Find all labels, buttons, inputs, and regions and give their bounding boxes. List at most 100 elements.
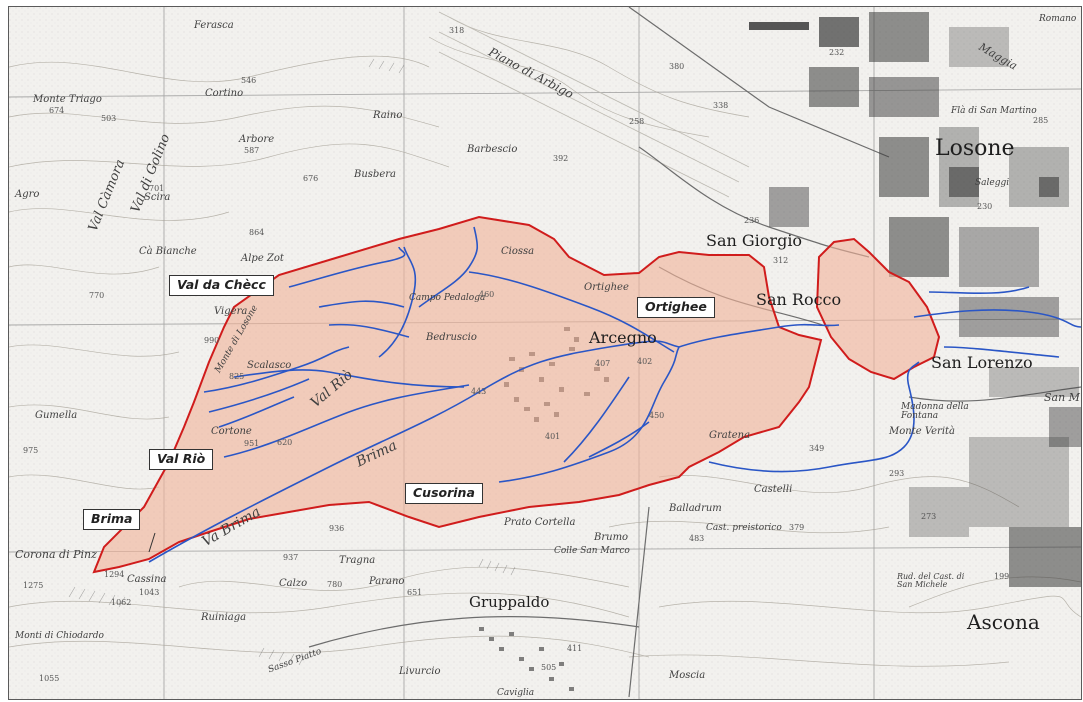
elevation-label: 258 <box>629 117 645 126</box>
place-moscia: Moscia <box>669 670 706 681</box>
elevation-label: 338 <box>713 101 729 110</box>
river-network <box>148 226 1081 563</box>
catchment-area-san-rocco <box>815 237 941 381</box>
place-cavigliano: Caviglia <box>497 688 535 698</box>
place-romano: Romano <box>1039 14 1077 24</box>
place-madonna-della-fontana: Madonna della Fontana <box>901 402 969 421</box>
elevation-label: 402 <box>637 357 653 366</box>
losone-urban <box>749 12 1081 587</box>
elevation-label: 990 <box>204 336 220 345</box>
town-san-rocco: San Rocco <box>756 290 842 309</box>
contour-lines <box>9 16 1081 667</box>
elevation-label: 674 <box>49 106 65 115</box>
elevation-label: 701 <box>149 184 165 193</box>
elevation-label: 1294 <box>104 570 125 579</box>
elevation-label: 676 <box>303 174 319 183</box>
place-cassina: Cassina <box>127 574 167 585</box>
place-agro: Agro <box>15 189 40 200</box>
place-cast-preistorico: Cast. preistorico <box>706 523 782 533</box>
place-ciossa: Ciossa <box>501 246 535 257</box>
place-gratena: Gratena <box>709 430 751 441</box>
elevation-label: 379 <box>789 523 805 532</box>
place-colle-san-marco: Colle San Marco <box>554 546 630 556</box>
place-ruiniaga: Ruiniaga <box>201 612 247 623</box>
elevation-label: 587 <box>244 146 260 155</box>
place-campo-pedaloga: Campo Pedaloga <box>409 293 486 303</box>
elevation-label: 349 <box>809 444 825 453</box>
elevation-label: 1062 <box>111 598 132 607</box>
place-castelli: Castelli <box>754 484 793 495</box>
town-san-giorgio: San Giorgio <box>706 231 803 250</box>
elevation-label: 937 <box>283 553 299 562</box>
callout-cusorina: Cusorina <box>405 483 483 504</box>
elevation-label: 318 <box>449 26 465 35</box>
place-scalasco: Scalasco <box>247 360 292 371</box>
elevation-label: 951 <box>244 439 260 448</box>
town-ascona: Ascona <box>967 610 1040 634</box>
place-cortino: Cortino <box>205 88 244 99</box>
callout-brima: Brima <box>83 509 141 530</box>
elevation-label: 1055 <box>39 674 60 683</box>
town-arcegno: Arcegno <box>589 328 657 347</box>
place-busbera: Busbera <box>354 169 396 180</box>
place-tragna: Tragna <box>339 555 376 566</box>
elevation-label: 780 <box>327 580 343 589</box>
elevation-label: 864 <box>249 228 265 237</box>
rock-hatching <box>68 58 516 666</box>
place-barbescio: Barbescio <box>467 144 518 155</box>
callout-val-da-checc: Val da Chècc <box>169 275 274 296</box>
elevation-label: 293 <box>889 469 905 478</box>
elevation-label: 1043 <box>139 588 160 597</box>
place-corona-di-pinz: Corona di Pinz <box>15 548 97 561</box>
elevation-label: 546 <box>241 76 257 85</box>
elevation-label: 483 <box>689 534 705 543</box>
place-monte-verita: Monte Verità <box>889 426 955 437</box>
elevation-label: 975 <box>23 446 39 455</box>
place-san-m: San M <box>1044 391 1080 404</box>
callout-leaders <box>148 532 156 553</box>
elevation-label: 460 <box>479 290 495 299</box>
elevation-label: 230 <box>977 202 993 211</box>
elevation-label: 505 <box>541 663 557 672</box>
elevation-label: 392 <box>553 154 569 163</box>
town-gruppaldo: Gruppaldo <box>469 593 550 611</box>
place-ferasca: Ferasca <box>194 20 234 31</box>
place-san-martino: Flà di San Martino <box>951 106 1037 116</box>
elevation-label: 825 <box>229 372 245 381</box>
elevation-label: 770 <box>89 291 105 300</box>
elevation-label: 401 <box>545 432 561 441</box>
place-monti-di-chiodardo: Monti di Chiodardo <box>15 631 104 641</box>
place-cortone: Cortone <box>211 426 252 437</box>
elevation-label: 503 <box>101 114 117 123</box>
place-vigera: Vigera <box>214 306 248 317</box>
callout-val-rio: Val Riò <box>149 449 214 470</box>
elevation-label: 1275 <box>23 581 44 590</box>
gruppaldo-buildings <box>479 627 574 691</box>
place-monte-triago: Monte Triago <box>33 94 102 105</box>
elevation-label: 450 <box>649 411 665 420</box>
place-bedruscio: Bedruscio <box>426 332 477 343</box>
elevation-label: 407 <box>595 359 611 368</box>
topographic-map: Losone Ascona San Giorgio San Rocco San … <box>8 6 1082 700</box>
town-losone: Losone <box>935 136 1015 161</box>
place-livurcio: Livurcio <box>399 666 441 677</box>
elevation-label: 199 <box>994 572 1010 581</box>
place-parano: Parano <box>369 576 405 587</box>
elevation-label: 411 <box>567 644 583 653</box>
elevation-label: 232 <box>829 48 845 57</box>
elevation-label: 236 <box>744 216 760 225</box>
place-alpe-zot: Alpe Zot <box>241 253 284 264</box>
place-gumella: Gumella <box>35 410 78 421</box>
town-san-lorenzo: San Lorenzo <box>931 353 1033 372</box>
place-ortighee-small: Ortighee <box>584 282 629 293</box>
map-graphics <box>9 7 1081 699</box>
elevation-label: 651 <box>407 588 423 597</box>
place-ca-bianche: Cà Bianche <box>139 246 197 257</box>
place-saleggi: Saleggi <box>975 178 1010 188</box>
elevation-label: 620 <box>277 438 293 447</box>
elevation-label: 443 <box>471 387 487 396</box>
place-balladrum: Balladrum <box>669 503 722 514</box>
callout-ortighee: Ortighee <box>637 297 715 318</box>
place-prato-cortella: Prato Cortella <box>504 517 576 528</box>
place-raino: Raino <box>373 110 403 121</box>
